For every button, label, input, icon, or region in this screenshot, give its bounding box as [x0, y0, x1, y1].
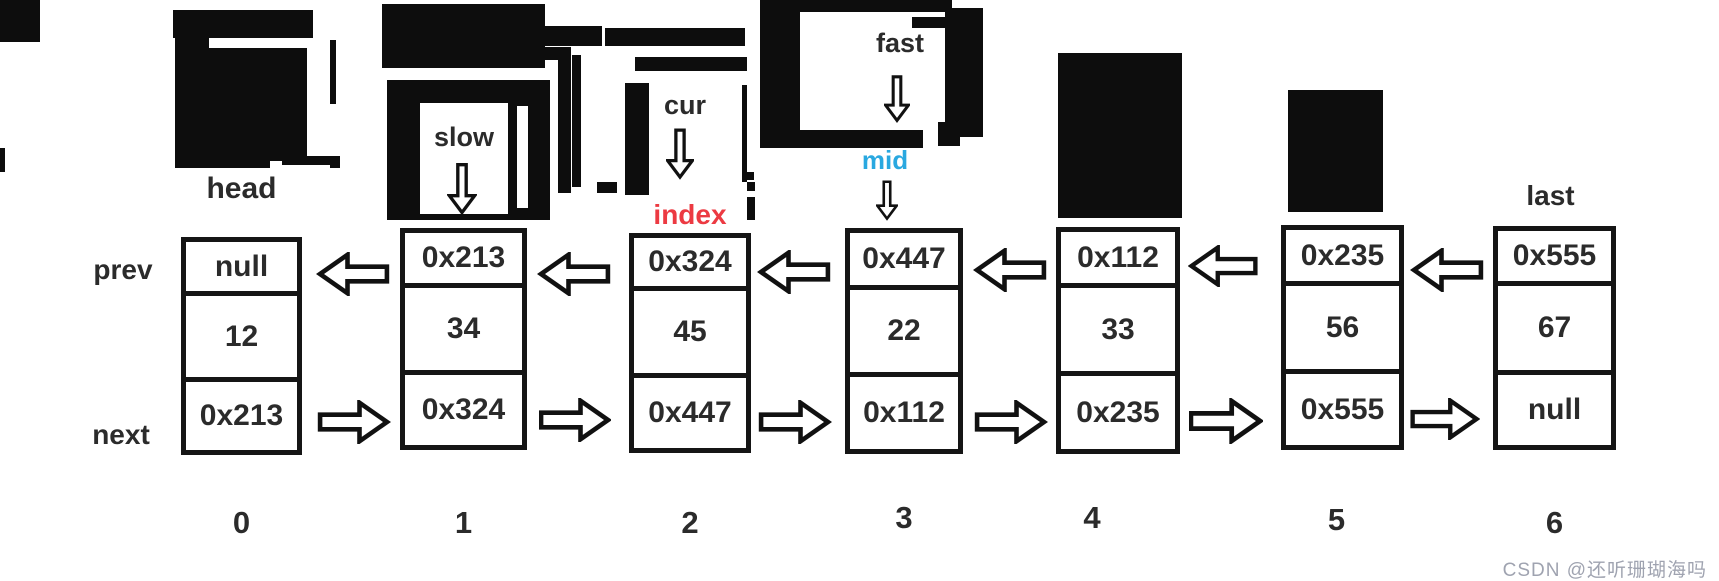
- scribble-blob: [635, 57, 747, 71]
- index-pointer-label: index: [653, 199, 727, 230]
- list-node-6: 0x555 67 null: [1493, 226, 1616, 450]
- scribble-blob: [543, 47, 560, 60]
- node-next-cell: 0x555: [1281, 369, 1404, 450]
- next-pointer-arrow-icon: [539, 398, 611, 442]
- node-index-number: 1: [454, 505, 473, 540]
- scribble-blob: [747, 182, 755, 191]
- scribble-blob: [208, 48, 307, 161]
- node-prev-cell: 0x112: [1056, 227, 1180, 288]
- next-pointer-arrow-icon: [974, 400, 1048, 444]
- scribble-blob: [625, 83, 649, 195]
- scribble-blob: [282, 156, 335, 165]
- down-arrow-icon: [666, 128, 694, 180]
- node-next-cell: 0x235: [1056, 371, 1180, 454]
- scribble-blob: [912, 17, 980, 28]
- list-node-2: 0x324 45 0x447: [629, 233, 751, 453]
- scribble-blob: [382, 4, 545, 68]
- scribble-blob: [175, 38, 209, 168]
- node-index-number: 6: [1545, 505, 1564, 540]
- node-prev-cell: 0x235: [1281, 225, 1404, 286]
- node-prev-cell: 0x324: [629, 233, 751, 291]
- node-index-number: 0: [232, 505, 251, 540]
- node-prev-cell: 0x555: [1493, 226, 1616, 286]
- mid-pointer-label: mid: [861, 145, 909, 175]
- node-prev-cell: null: [181, 237, 302, 296]
- last-pointer-label: last: [1526, 180, 1575, 211]
- prev-pointer-arrow-icon: [537, 252, 611, 296]
- prev-pointer-arrow-icon: [316, 252, 390, 296]
- scribble-blob: [208, 160, 270, 168]
- scribble-blob: [938, 122, 960, 146]
- node-next-cell: 0x324: [400, 370, 527, 450]
- node-next-cell: null: [1493, 370, 1616, 450]
- next-pointer-arrow-icon: [758, 400, 832, 444]
- scribble-blob: [947, 8, 983, 137]
- cur-pointer-label: cur: [663, 90, 707, 120]
- node-value-cell: 12: [181, 291, 302, 382]
- scribble-blob: [173, 10, 313, 38]
- scribble-blob: [742, 172, 754, 180]
- scribble-blob: [742, 85, 747, 182]
- down-arrow-icon: [884, 75, 910, 123]
- list-node-1: 0x213 34 0x324: [400, 228, 527, 450]
- node-next-cell: 0x213: [181, 377, 302, 455]
- node-value-cell: 34: [400, 283, 527, 375]
- scribble-blob: [597, 182, 617, 193]
- down-arrow-icon: [876, 180, 898, 221]
- scribble-blob: [330, 40, 336, 104]
- list-node-4: 0x112 33 0x235: [1056, 227, 1180, 454]
- scribble-blob: [572, 55, 581, 187]
- node-value-cell: 45: [629, 286, 751, 378]
- prev-row-label: prev: [93, 254, 153, 285]
- scribble-blob: [605, 28, 745, 46]
- prev-pointer-arrow-icon: [973, 248, 1047, 292]
- prev-pointer-arrow-icon: [1410, 248, 1484, 292]
- scribble-blob: [0, 0, 40, 42]
- scribble-blob: [0, 148, 5, 172]
- node-index-number: 3: [895, 500, 913, 535]
- node-prev-cell: 0x213: [400, 228, 527, 288]
- prev-pointer-arrow-icon: [757, 250, 831, 294]
- scribble-blob: [545, 26, 602, 46]
- node-value-cell: 56: [1281, 281, 1404, 374]
- scribble-blob: [558, 47, 571, 193]
- scribble-blob: [330, 156, 340, 168]
- fast-pointer-label: fast: [875, 28, 924, 58]
- list-node-0: null 12 0x213: [181, 237, 302, 455]
- node-next-cell: 0x112: [845, 372, 963, 454]
- node-value-cell: 67: [1493, 281, 1616, 375]
- scribble-blob: [1288, 90, 1383, 212]
- list-node-5: 0x235 56 0x555: [1281, 225, 1404, 450]
- node-index-number: 5: [1327, 502, 1346, 537]
- slow-pointer-label: slow: [433, 122, 494, 152]
- scribble-blob: [747, 197, 755, 220]
- node-prev-cell: 0x447: [845, 228, 963, 290]
- scribble-gap: [800, 12, 945, 130]
- next-pointer-arrow-icon: [1410, 398, 1480, 440]
- scribble-blob: [880, 0, 952, 9]
- node-index-number: 4: [1083, 500, 1101, 535]
- prev-pointer-arrow-icon: [1188, 245, 1258, 287]
- list-node-3: 0x447 22 0x112: [845, 228, 963, 454]
- node-value-cell: 22: [845, 285, 963, 377]
- node-value-cell: 33: [1056, 283, 1180, 376]
- watermark: CSDN @还听珊瑚海吗: [1502, 560, 1707, 581]
- node-index-number: 2: [681, 505, 699, 540]
- next-pointer-arrow-icon: [1189, 398, 1263, 444]
- node-next-cell: 0x447: [629, 373, 751, 453]
- head-pointer-label: head: [206, 172, 277, 205]
- scribble-gap: [517, 106, 528, 208]
- scribble-blob: [540, 153, 550, 177]
- next-pointer-arrow-icon: [317, 400, 391, 444]
- down-arrow-icon: [447, 163, 477, 215]
- next-row-label: next: [92, 419, 150, 450]
- scribble-blob: [1058, 53, 1182, 218]
